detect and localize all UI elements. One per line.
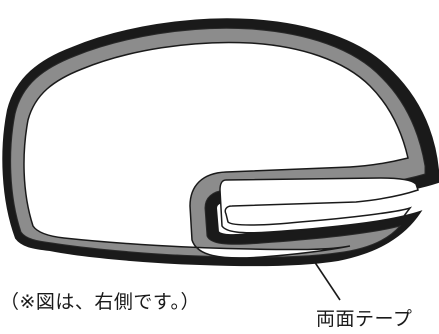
figure-caption: （※図は、右側です。） bbox=[0, 291, 201, 313]
tape-leader-line bbox=[311, 257, 341, 301]
mirror-cover-inner-surface bbox=[23, 41, 409, 259]
mirror-cover-slot bbox=[219, 177, 419, 234]
tape-label: 両面テープ bbox=[316, 308, 413, 330]
